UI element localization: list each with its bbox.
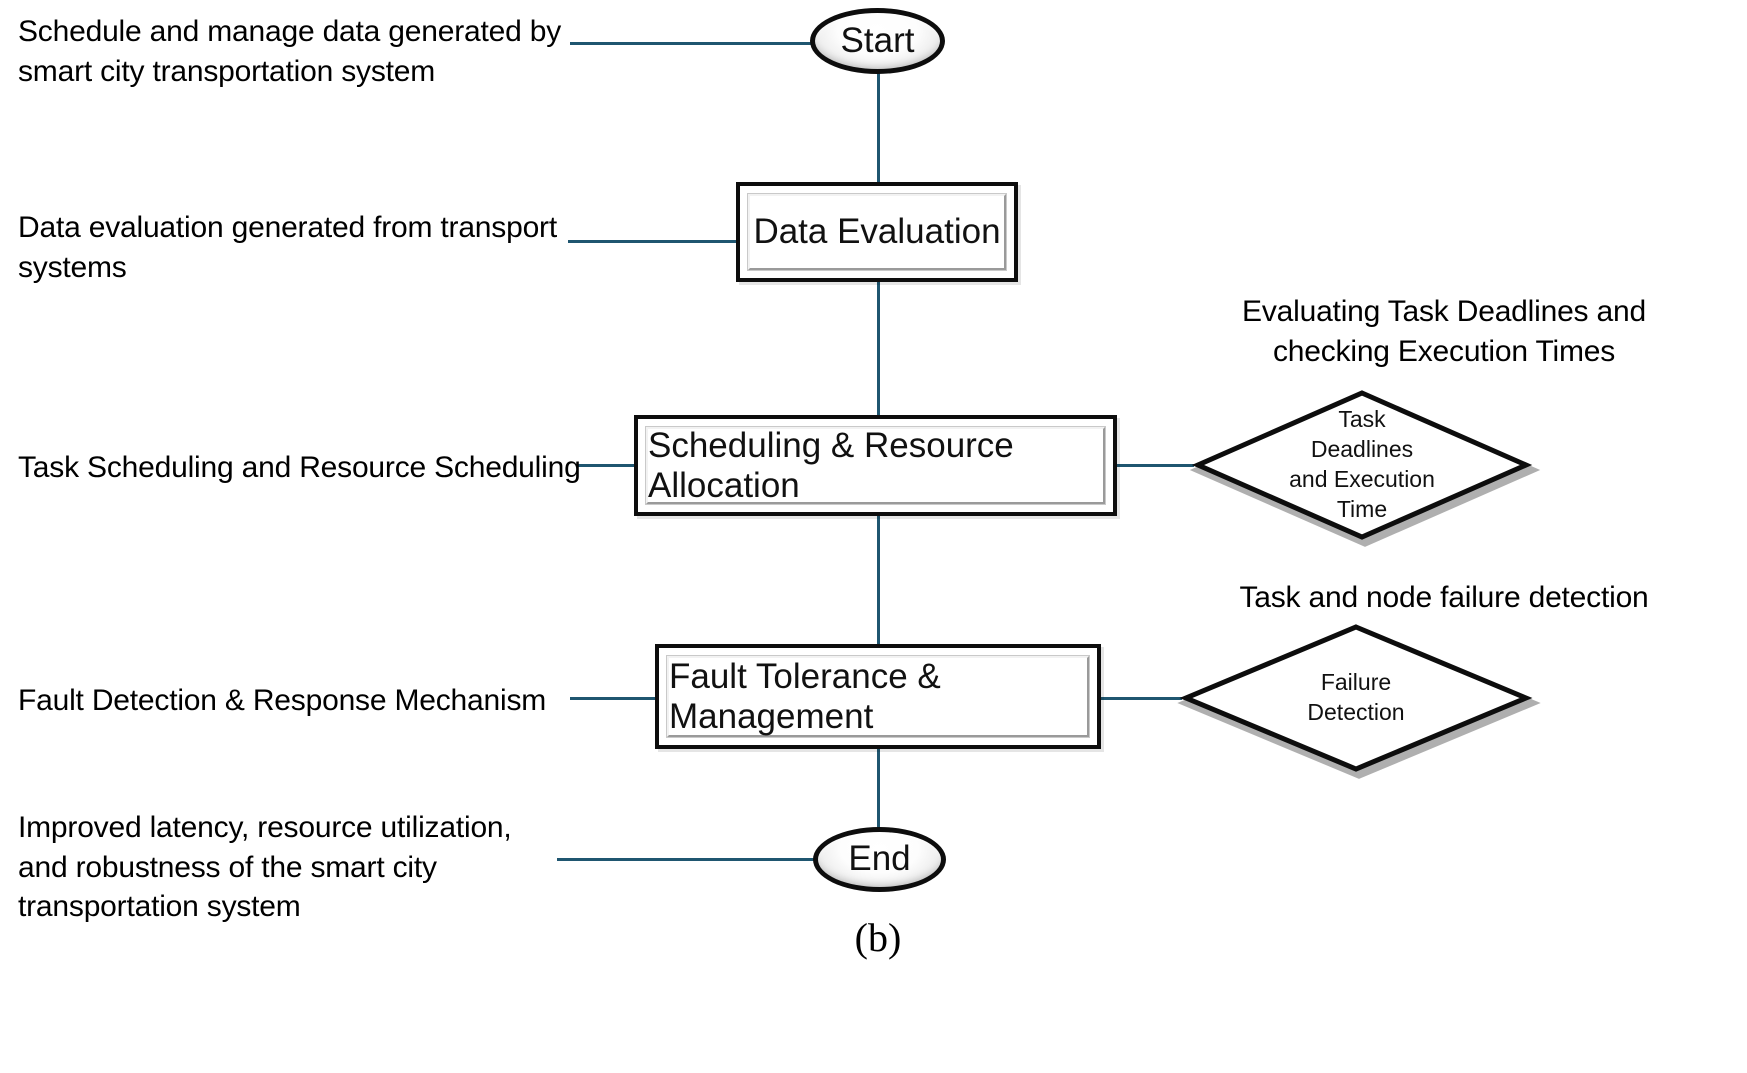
annotation-scheduling-note: Task Scheduling and Resource Scheduling	[18, 451, 581, 484]
node-scheduling[interactable]: Scheduling & Resource Allocation	[634, 415, 1117, 516]
edge-start-to-data-evaluation	[877, 72, 880, 182]
edge-fault-tolerance-to-end	[877, 749, 880, 829]
node-start-label: Start	[840, 20, 915, 60]
leader-line-fault-tolerance-note	[570, 697, 657, 700]
decision-failure-shape	[1177, 624, 1541, 779]
annotation-failure-note: Task and node failure detection	[1239, 581, 1649, 614]
edge-scheduling-to-decision-deadlines	[1117, 464, 1194, 467]
leader-line-data-evaluation-note	[568, 240, 738, 243]
leader-line-scheduling-note	[578, 464, 636, 467]
edge-data-evaluation-to-scheduling	[877, 282, 880, 415]
annotation-fault-tolerance-note: Fault Detection & Response Mechanism	[18, 684, 547, 717]
node-fault-tolerance[interactable]: Fault Tolerance & Management	[655, 644, 1101, 749]
node-decision-deadlines[interactable]: Task Deadlines and Execution Time	[1189, 387, 1541, 547]
node-data-evaluation[interactable]: Data Evaluation	[736, 182, 1018, 282]
edge-scheduling-to-fault-tolerance	[877, 516, 880, 644]
node-data-evaluation-label: Data Evaluation	[753, 212, 1001, 251]
node-scheduling-inner: Scheduling & Resource Allocation	[645, 426, 1106, 505]
leader-line-start-note	[570, 42, 815, 45]
node-scheduling-label: Scheduling & Resource Allocation	[648, 425, 1014, 505]
annotation-end-note: Improved latency, resource utilization, …	[18, 811, 512, 924]
node-decision-deadlines-label: Task Deadlines and Execution Time	[1289, 406, 1435, 522]
annotation-start-note: Schedule and manage data generated by sm…	[18, 15, 562, 88]
node-decision-failure[interactable]: Failure Detection	[1177, 622, 1541, 779]
figure-caption: (b)	[854, 915, 902, 960]
node-decision-failure-label: Failure Detection	[1307, 669, 1405, 725]
node-fault-tolerance-inner: Fault Tolerance & Management	[666, 655, 1090, 738]
decision-deadlines-shape	[1189, 390, 1541, 547]
node-start[interactable]: Start	[810, 8, 945, 74]
annotation-data-evaluation-note: Data evaluation generated from transport…	[18, 211, 557, 284]
leader-line-end-note	[557, 858, 817, 861]
annotation-deadlines-note: Evaluating Task Deadlines and checking E…	[1242, 295, 1646, 368]
node-end[interactable]: End	[813, 827, 946, 892]
edge-fault-tolerance-to-decision-failure	[1100, 697, 1182, 700]
node-fault-tolerance-label: Fault Tolerance & Management	[669, 656, 941, 736]
node-end-label: End	[848, 839, 911, 878]
node-data-evaluation-inner: Data Evaluation	[747, 193, 1007, 271]
